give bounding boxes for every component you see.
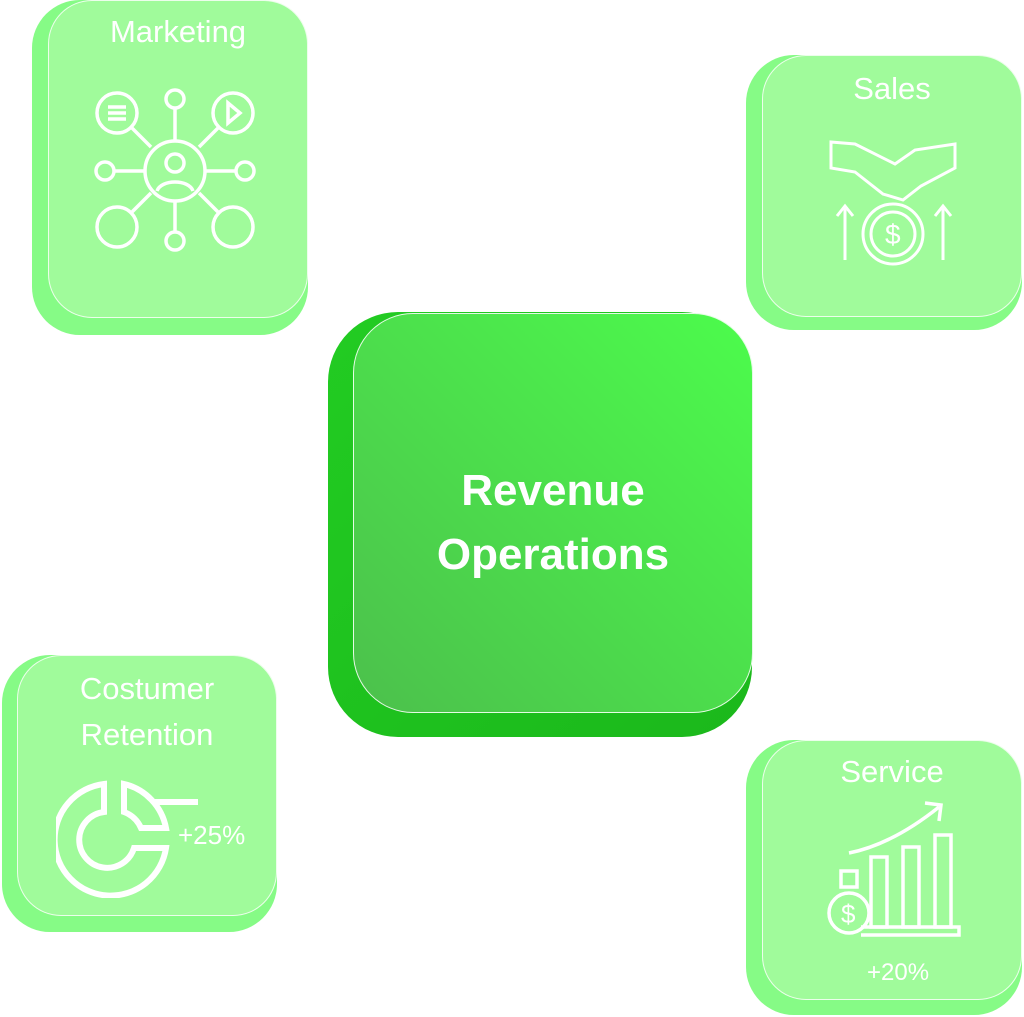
retention-title-line1: Costumer <box>79 671 215 706</box>
svg-text:$: $ <box>841 899 856 929</box>
marketing-network-icon <box>94 88 256 252</box>
service-title: Service <box>840 754 944 789</box>
retention-stat: +25% <box>178 820 246 850</box>
svg-text:$: $ <box>885 219 901 250</box>
marketing-title: Marketing <box>109 14 247 49</box>
service-stat: +20% <box>867 959 930 986</box>
handshake-dollar-icon: $ <box>829 140 957 266</box>
center-title-line1: Revenue <box>461 466 645 515</box>
retention-title-line2: Retention <box>80 717 214 752</box>
center-title-line2: Operations <box>436 530 670 579</box>
growth-bar-chart-icon: $ <box>827 801 961 937</box>
sales-title: Sales <box>853 71 931 106</box>
donut-chart-icon <box>56 780 198 898</box>
